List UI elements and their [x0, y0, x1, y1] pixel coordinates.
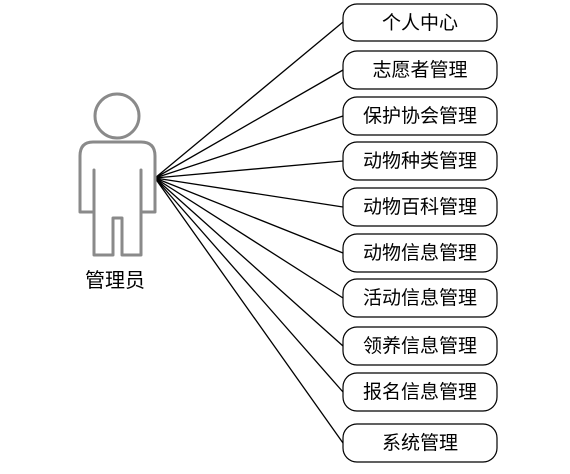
use-case-box [342, 50, 498, 90]
use-case-box [342, 278, 498, 318]
use-case-box [342, 187, 498, 227]
connectors [154, 21, 344, 444]
use-case-8: 领养信息管理 [342, 326, 498, 366]
use-case-label: 动物种类管理 [363, 150, 477, 172]
use-case-box [342, 233, 498, 273]
use-case-6: 动物信息管理 [342, 233, 498, 273]
connector-7 [154, 177, 344, 299]
use-case-box [342, 3, 498, 42]
use-case-label: 系统管理 [382, 432, 458, 454]
use-case-box [342, 141, 498, 181]
connector-8 [154, 177, 344, 347]
use-case-label: 报名信息管理 [363, 381, 477, 403]
use-case-label: 个人中心 [382, 12, 458, 34]
connector-2 [154, 69, 344, 179]
connector-9 [154, 177, 344, 393]
use-case-3: 保护协会管理 [342, 96, 498, 136]
actor-head [93, 92, 141, 140]
use-case-label: 保护协会管理 [363, 105, 477, 127]
use-case-9: 报名信息管理 [342, 372, 498, 412]
use-case-label: 动物信息管理 [363, 242, 477, 264]
use-case-label: 领养信息管理 [363, 335, 477, 357]
use-case-7: 活动信息管理 [342, 278, 498, 318]
actor-body [78, 140, 157, 257]
use-case-4: 动物种类管理 [342, 141, 498, 181]
connector-10 [154, 177, 344, 444]
actor-label: 管理员 [85, 268, 145, 292]
connector-6 [154, 177, 344, 254]
use-case-box [342, 372, 498, 412]
connector-5 [154, 177, 344, 208]
use-case-5: 动物百科管理 [342, 187, 498, 227]
use-case-10: 系统管理 [342, 423, 498, 463]
use-case-box [342, 423, 498, 463]
use-case-box [342, 96, 498, 136]
use-case-label: 志愿者管理 [372, 59, 467, 81]
use-case-1: 个人中心 [342, 3, 498, 42]
connector-4 [154, 160, 344, 179]
connector-1 [154, 21, 344, 179]
use-case-2: 志愿者管理 [342, 50, 498, 90]
actor-figure [78, 92, 157, 257]
use-case-label: 动物百科管理 [363, 196, 477, 218]
use-case-label: 活动信息管理 [363, 287, 477, 309]
connector-3 [154, 115, 344, 179]
use-case-box [342, 326, 498, 366]
